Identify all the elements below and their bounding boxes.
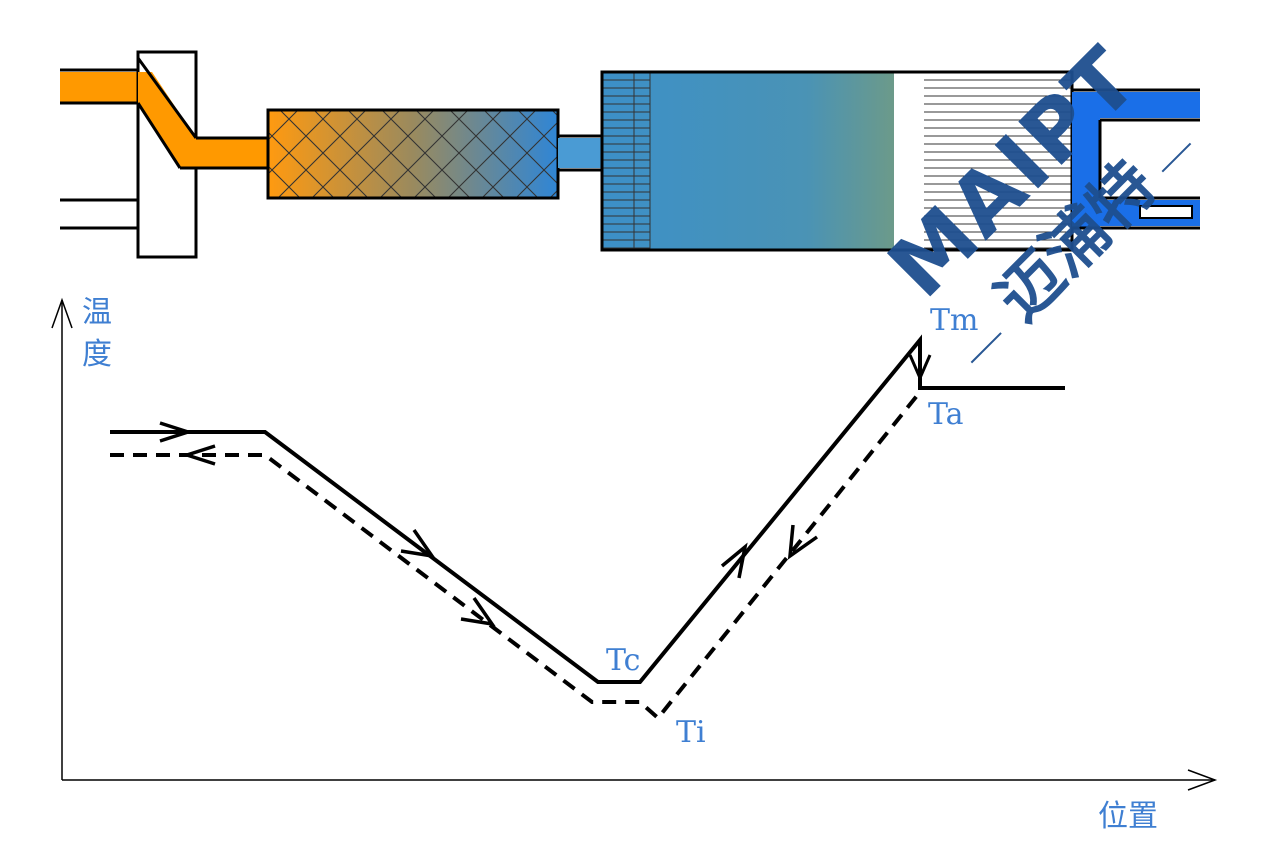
filter-connector [196, 138, 268, 168]
return-temperature-line [110, 390, 922, 721]
arrow-dashed-inlet [181, 444, 216, 466]
arrow-solid-inlet [159, 421, 194, 443]
arrow-dashed-ascent [787, 524, 819, 560]
mold-melt-zone [602, 72, 894, 250]
label-tc: Tc [606, 643, 640, 678]
label-tm: Tm [930, 303, 978, 338]
arrow-peak-down [908, 354, 932, 382]
y-axis-arrow [51, 297, 73, 329]
axes: 温 度 位置 [51, 295, 1218, 834]
melt-inlet-pipe [60, 72, 150, 102]
cooling-outlet [1072, 88, 1200, 230]
mold-distributor-lines [633, 72, 651, 250]
apparatus [60, 50, 1200, 259]
arrow-solid-descent [400, 529, 436, 559]
mold-distributor-hlines [602, 79, 650, 249]
mold-connector [558, 138, 602, 168]
x-axis-arrow [1187, 769, 1218, 791]
label-ta: Ta [928, 397, 964, 432]
mold-solidified-lines [924, 79, 1072, 249]
y-axis-label-2: 度 [82, 337, 112, 372]
label-ti: Ti [676, 715, 706, 750]
melt-temperature-line [110, 334, 1065, 684]
arrow-solid-ascent [720, 542, 748, 579]
temperature-curves: Tm Ta Tc Ti [110, 303, 1065, 750]
y-axis-label-1: 温 [82, 295, 112, 330]
x-axis-label: 位置 [1098, 799, 1158, 834]
valve-channel [138, 72, 196, 168]
arrow-dashed-descent [460, 597, 496, 627]
